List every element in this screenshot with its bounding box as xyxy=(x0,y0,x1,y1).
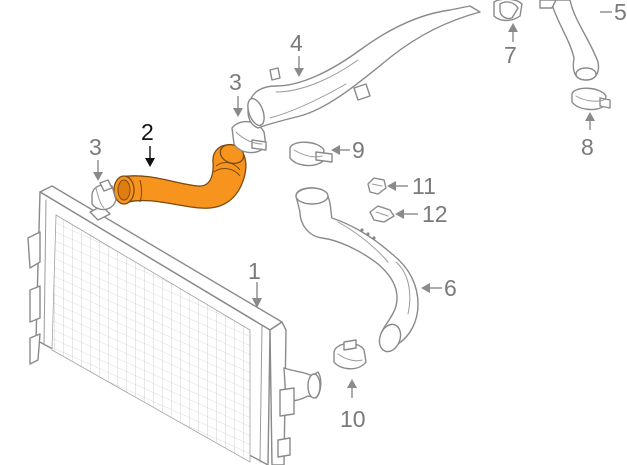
arrow-2 xyxy=(145,158,155,167)
arrow-6 xyxy=(421,283,430,293)
clamp-lower[interactable] xyxy=(333,339,367,370)
callout-4[interactable]: 4 xyxy=(290,30,303,56)
hose-clamp-upper[interactable] xyxy=(231,121,267,154)
callout-3-left[interactable]: 3 xyxy=(89,134,102,160)
callout-9[interactable]: 9 xyxy=(352,137,365,163)
arrow-12 xyxy=(395,209,404,219)
callout-8[interactable]: 8 xyxy=(581,134,594,160)
clamp-right[interactable] xyxy=(571,87,611,111)
callout-6[interactable]: 6 xyxy=(444,275,457,301)
callout-7[interactable]: 7 xyxy=(504,42,517,68)
callout-2[interactable]: 2 xyxy=(141,119,154,145)
clamp-top[interactable] xyxy=(499,1,519,20)
arrow-1 xyxy=(252,298,262,308)
hose-clamp-left[interactable] xyxy=(91,179,117,211)
arrow-11 xyxy=(387,181,396,191)
callout-11[interactable]: 11 xyxy=(412,173,436,199)
arrow-9 xyxy=(331,145,340,155)
callout-12[interactable]: 12 xyxy=(422,201,448,227)
intake-pipe-lower[interactable] xyxy=(295,187,419,355)
callout-5[interactable]: 5 xyxy=(614,0,627,25)
arrow-3-upper xyxy=(233,108,243,117)
clamp-middle[interactable] xyxy=(289,141,333,167)
arrow-3-left xyxy=(93,172,103,181)
pipe-top-right[interactable] xyxy=(539,0,600,81)
arrow-7 xyxy=(508,23,518,32)
callout-3-upper[interactable]: 3 xyxy=(229,69,242,95)
arrow-8 xyxy=(585,112,595,121)
arrow-10 xyxy=(347,379,357,388)
arrow-4 xyxy=(294,68,304,77)
callout-1[interactable]: 1 xyxy=(248,258,261,284)
intake-pipe-upper[interactable] xyxy=(245,0,523,129)
clip-upper[interactable] xyxy=(367,177,387,195)
clip-lower[interactable] xyxy=(369,205,395,223)
callout-10[interactable]: 10 xyxy=(340,406,366,432)
intercooler-hose-highlighted[interactable] xyxy=(113,141,247,209)
intercooler[interactable] xyxy=(27,185,322,465)
